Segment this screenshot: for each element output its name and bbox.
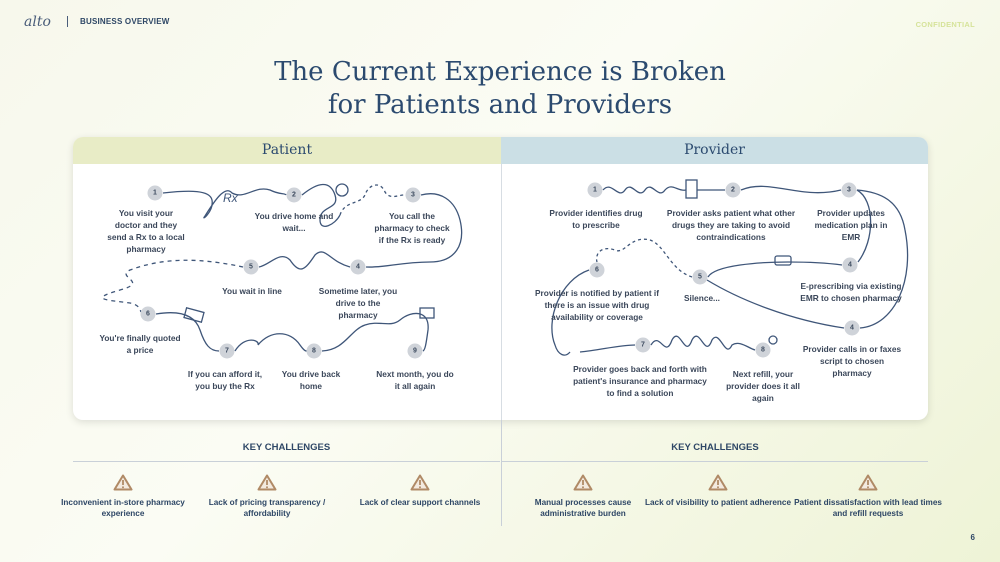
step-number: 2 xyxy=(725,182,741,198)
step-label: If you can afford it, you buy the Rx xyxy=(187,369,263,391)
step-label: You drive back home xyxy=(281,369,341,391)
pill-bottle-icon xyxy=(685,179,698,199)
chat-icon xyxy=(774,255,792,266)
step-label: Provider updates medication plan in EMR xyxy=(814,208,888,242)
step-number: 7 xyxy=(219,343,235,359)
challenge-item: Lack of pricing transparency / affordabi… xyxy=(192,474,342,519)
step-label: Sometime later, you drive to the pharmac… xyxy=(318,286,398,320)
provider-path xyxy=(595,238,693,278)
step-label: Provider goes back and forth with patien… xyxy=(573,364,707,398)
step-number: 8 xyxy=(306,343,322,359)
challenge-item: Inconvenient in-store pharmacy experienc… xyxy=(48,474,198,519)
journey-card: Patient Provider xyxy=(73,137,928,420)
patient-path xyxy=(365,193,463,268)
divider xyxy=(502,461,928,462)
challenge-item: Manual processes cause administrative bu… xyxy=(508,474,658,519)
svg-text:Rx: Rx xyxy=(223,191,239,205)
step-label: You wait in line xyxy=(222,286,282,296)
step-number: 2 xyxy=(286,187,302,203)
provider-path xyxy=(551,269,756,356)
step-label: You drive home and wait... xyxy=(254,211,334,233)
divider xyxy=(501,420,502,526)
provider-path xyxy=(706,189,909,329)
warning-icon xyxy=(708,474,728,491)
step-number: 8 xyxy=(755,342,771,358)
challenge-text: Inconvenient in-store pharmacy experienc… xyxy=(61,498,185,518)
challenge-text: Lack of visibility to patient adherence xyxy=(644,498,792,507)
step-label: Next refill, your provider does it all a… xyxy=(726,369,800,403)
step-number: 1 xyxy=(587,182,603,198)
alto-logo: alto xyxy=(24,14,51,30)
challenge-item: Lack of visibility to patient adherence xyxy=(643,474,793,508)
challenge-item: Patient dissatisfaction with lead times … xyxy=(793,474,943,519)
patient-challenges-heading: KEY CHALLENGES xyxy=(242,442,331,453)
rx-icon: Rx xyxy=(223,191,239,205)
title-line-2: for Patients and Providers xyxy=(327,90,673,120)
patient-path xyxy=(155,312,429,352)
page-title: The Current Experience is Broken for Pat… xyxy=(0,56,1000,122)
challenge-item: Lack of clear support channels xyxy=(345,474,495,508)
header-divider xyxy=(67,16,68,27)
step-label: You visit your doctor and they send a Rx… xyxy=(107,208,185,254)
step-label: Provider is notified by patient if there… xyxy=(534,288,659,322)
step-label: You call the pharmacy to check if the Rx… xyxy=(374,211,450,245)
money-icon xyxy=(183,307,205,323)
provider-path xyxy=(707,189,872,278)
page-number: 6 xyxy=(970,533,975,542)
provider-header: Provider xyxy=(501,137,928,164)
step-number: 1 xyxy=(147,185,163,201)
confidential-label: CONFIDENTIAL xyxy=(915,20,975,29)
challenge-text: Lack of pricing transparency / affordabi… xyxy=(208,498,326,518)
column-divider xyxy=(501,164,502,420)
challenge-text: Manual processes cause administrative bu… xyxy=(534,498,632,518)
warning-icon xyxy=(113,474,133,491)
step-number: 6 xyxy=(589,262,605,278)
step-label: Provider identifies drug to prescribe xyxy=(549,208,643,230)
step-number: 5 xyxy=(692,269,708,285)
patient-header: Patient xyxy=(73,137,501,164)
provider-path xyxy=(602,185,842,194)
step-number: 4 xyxy=(350,259,366,275)
warning-icon xyxy=(573,474,593,491)
step-number: 3 xyxy=(405,187,421,203)
warning-icon xyxy=(257,474,277,491)
provider-challenges-heading: KEY CHALLENGES xyxy=(671,442,759,453)
warning-icon xyxy=(410,474,430,491)
step-number: 3 xyxy=(841,182,857,198)
step-label: Silence... xyxy=(684,293,720,303)
patient-path xyxy=(258,251,351,270)
step-label: Provider asks patient what other drugs t… xyxy=(666,208,796,242)
step-number: 7 xyxy=(635,337,651,353)
step-label: Next month, you do it all again xyxy=(376,369,454,391)
title-line-1: The Current Experience is Broken xyxy=(274,57,726,87)
challenge-text: Lack of clear support channels xyxy=(359,498,481,507)
section-label: BUSINESS OVERVIEW xyxy=(80,17,170,26)
patient-path xyxy=(162,188,287,219)
patient-path xyxy=(301,183,341,227)
step-number: 9 xyxy=(407,343,423,359)
step-number: 6 xyxy=(140,306,156,322)
step-number: 4 xyxy=(842,257,858,273)
step-label: You're finally quoted a price xyxy=(99,333,181,355)
challenge-text: Patient dissatisfaction with lead times … xyxy=(794,498,942,518)
calendar-icon xyxy=(419,307,435,319)
clock-icon xyxy=(335,183,349,197)
step-number: 5 xyxy=(243,259,259,275)
refill-icon xyxy=(768,335,778,345)
divider xyxy=(73,461,500,462)
step-label: E-prescribing via existing EMR to chosen… xyxy=(800,281,902,303)
step-number: 4 xyxy=(844,320,860,336)
step-label: Provider calls in or faxes script to cho… xyxy=(802,344,902,378)
warning-icon xyxy=(858,474,878,491)
